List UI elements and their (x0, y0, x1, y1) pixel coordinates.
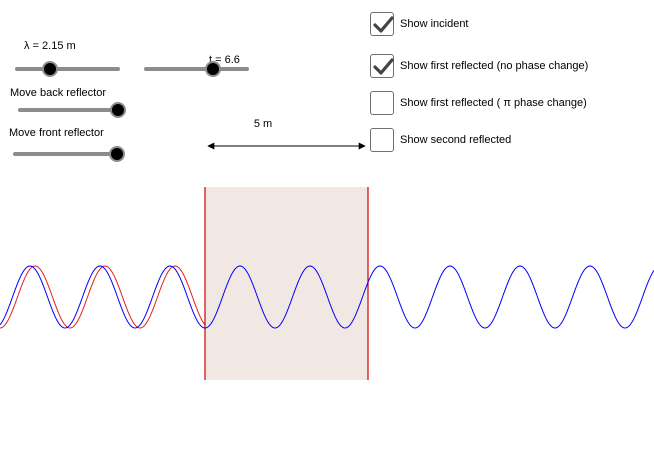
front-reflector-slider-track[interactable] (13, 152, 121, 156)
checkmark-icon (373, 16, 394, 33)
t-slider[interactable] (144, 61, 249, 77)
show-first-reflected-pi-phase-label[interactable]: Show first reflected ( π phase change) (400, 97, 587, 109)
show-first-reflected-no-phase-checkbox[interactable] (370, 54, 394, 78)
back-reflector-slider[interactable] (18, 102, 127, 118)
show-incident-checkbox[interactable] (370, 12, 394, 36)
checkmark-icon (373, 58, 394, 75)
show-second-reflected-label[interactable]: Show second reflected (400, 134, 512, 146)
show-second-reflected-option[interactable]: Show second reflected (370, 127, 511, 153)
t-slider-knob[interactable] (205, 61, 222, 77)
first-reflected-wave (0, 265, 206, 329)
show-second-reflected-checkbox[interactable] (370, 128, 394, 152)
show-first-reflected-pi-phase-checkbox[interactable] (370, 91, 394, 115)
front-reflector-slider-knob[interactable] (108, 146, 125, 162)
t-slider-track[interactable] (144, 67, 249, 71)
lambda-slider-knob[interactable] (41, 61, 58, 77)
lambda-slider[interactable] (15, 61, 120, 77)
back-reflector-label: Move back reflector (10, 87, 106, 99)
show-first-reflected-no-phase-option[interactable]: Show first reflected (no phase change) (370, 53, 588, 79)
incident-wave (0, 265, 654, 329)
front-reflector-slider[interactable] (13, 146, 125, 162)
back-reflector-slider-knob[interactable] (110, 102, 127, 118)
medium-region (205, 187, 368, 380)
lambda-slider-track[interactable] (15, 67, 120, 71)
show-first-reflected-pi-phase-option[interactable]: Show first reflected ( π phase change) (370, 90, 587, 116)
front-reflector-label: Move front reflector (9, 127, 104, 139)
lambda-label: λ = 2.15 m (24, 40, 76, 52)
show-first-reflected-no-phase-label[interactable]: Show first reflected (no phase change) (400, 60, 589, 72)
distance-label: 5 m (254, 118, 272, 130)
show-incident-label[interactable]: Show incident (400, 18, 469, 30)
show-incident-option[interactable]: Show incident (370, 11, 469, 37)
back-reflector-slider-track[interactable] (18, 108, 126, 112)
